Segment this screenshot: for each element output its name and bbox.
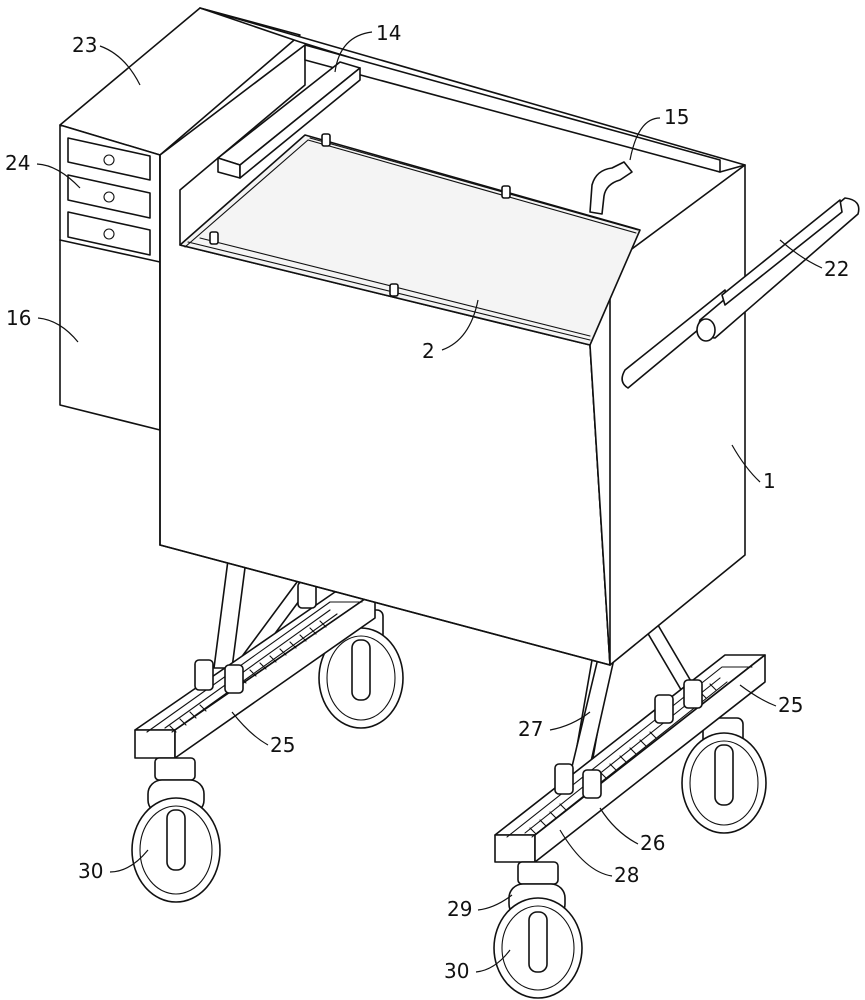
- nozzle: [589, 161, 633, 215]
- right-base-rail: [494, 654, 766, 863]
- label-1: 1: [763, 469, 776, 493]
- label-25-right: 25: [778, 693, 803, 717]
- label-24: 24: [5, 151, 30, 175]
- rear-right-wheel: [681, 717, 767, 834]
- label-30-right: 30: [444, 959, 469, 983]
- part-labels: 1 2 14 15 16 22 23 24 25 25 26 27 28 29 …: [5, 21, 849, 983]
- push-handle: [621, 197, 860, 389]
- label-14: 14: [376, 21, 401, 45]
- drawer-top: [67, 137, 151, 181]
- label-27: 27: [518, 717, 543, 741]
- drawer-middle: [67, 174, 151, 219]
- side-cabinet: [59, 7, 301, 431]
- drawer-bottom: [67, 211, 151, 256]
- label-15: 15: [664, 105, 689, 129]
- top-bar: [217, 61, 361, 179]
- label-25-left: 25: [270, 733, 295, 757]
- main-box: [159, 7, 746, 666]
- label-22: 22: [824, 257, 849, 281]
- label-29: 29: [447, 897, 472, 921]
- label-30-left: 30: [78, 859, 103, 883]
- label-16: 16: [6, 306, 31, 330]
- front-right-wheel: [493, 861, 583, 999]
- label-26: 26: [640, 831, 665, 855]
- label-2: 2: [422, 339, 435, 363]
- left-base-rail: [134, 581, 376, 759]
- label-28: 28: [614, 863, 639, 887]
- label-23: 23: [72, 33, 97, 57]
- front-left-wheel: [131, 757, 221, 903]
